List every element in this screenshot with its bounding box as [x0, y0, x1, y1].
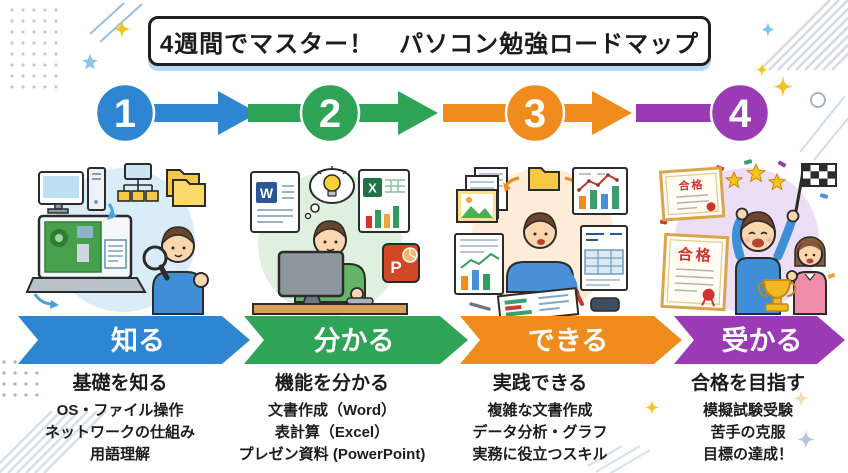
folder-icon — [166, 169, 206, 207]
sparkle-cream-bottom-right — [793, 390, 809, 407]
person-writing — [506, 212, 584, 306]
sparkle-yellow-step4 — [645, 400, 659, 415]
page-title: 4週間でマスター！ パソコン勉強ロードマップ — [159, 30, 700, 58]
paper-on-desk — [496, 287, 580, 316]
step1-item-2: ネットワークの仕組み — [44, 424, 195, 441]
banner-know-label: 知る — [111, 326, 165, 356]
phone-icon — [590, 297, 620, 312]
step2-item-2: 表計算（Excel） — [274, 424, 390, 441]
progress-track: 1 2 3 4 — [94, 82, 771, 144]
step2-item-3: プレゼン資料 (PowerPoint) — [238, 446, 426, 463]
step-circle-1 — [94, 82, 156, 144]
banner-cando-label: できる — [528, 326, 608, 356]
svg-text:X: X — [368, 181, 377, 196]
chart-document-icon — [454, 233, 504, 295]
table-document-icon — [580, 225, 628, 291]
circle-outline-decoration — [810, 92, 826, 108]
step3-headline: 実践できる — [492, 373, 588, 394]
diagonal-lines-right — [799, 95, 848, 161]
step4-details: 合格を目指す 模擬試験受験 苦手の克服 目標の達成！ — [643, 368, 848, 466]
step2-headline: 機能を分かる — [274, 373, 389, 394]
step1-details: 基礎を知る OS・ファイル操作 ネットワークの仕組み 用語理解 — [15, 368, 225, 466]
arrow-connector-blue — [150, 91, 258, 135]
illustration-step3-cando — [454, 167, 628, 316]
certificate-icon-top: 合格 — [658, 166, 726, 222]
step3-details: 実践できる 複雑な文書作成 データ分析・グラフ 実務に役立つスキル — [435, 368, 645, 466]
banner-pass-label: 受かる — [722, 325, 803, 356]
illustration-step1-know — [25, 163, 209, 315]
stars — [724, 162, 787, 191]
step-number-1: 1 — [114, 92, 136, 136]
illustration-step2-understand: W X — [250, 166, 420, 316]
step1-item-3: 用語理解 — [89, 446, 150, 463]
banner-understand — [244, 316, 468, 364]
celebrating-man — [732, 207, 800, 315]
step-number-2: 2 — [319, 92, 341, 136]
banner-arrows: 知る 分かる できる 受かる — [18, 316, 845, 364]
step4-item-3: 目標の達成！ — [702, 446, 793, 463]
sparkle-lavender-bottom-right — [797, 430, 815, 449]
svg-text:W: W — [260, 185, 274, 201]
step3-item-3: 実務に役立つスキル — [472, 446, 608, 463]
sparkle-yellow-title — [113, 20, 131, 38]
powerpoint-icon: P — [382, 243, 420, 283]
certificate-icon-bottom: 合格 — [660, 232, 730, 312]
blue-arrow-decoration — [33, 203, 117, 309]
star-blue-top-left — [82, 54, 98, 70]
banner-understand-label: 分かる — [314, 326, 395, 356]
banner-cando — [460, 316, 682, 364]
step2-details: 機能を分かる 文書作成（Word） 表計算（Excel） プレゼン資料 (Pow… — [227, 368, 437, 466]
trophy-icon — [757, 279, 797, 312]
svg-text:合格: 合格 — [676, 245, 714, 265]
sparkle-blue-top-right — [761, 22, 775, 37]
step3-item-1: 複雑な文書作成 — [487, 402, 593, 419]
step2-item-1: 文書作成（Word） — [267, 402, 397, 419]
banner-pass — [674, 316, 845, 364]
step3-item-2: データ分析・グラフ — [472, 424, 608, 441]
word-document-icon: W — [250, 171, 300, 233]
laptop-internals-icon — [25, 214, 147, 293]
svg-text:P: P — [390, 258, 401, 277]
magnifier-icon — [142, 245, 170, 281]
step-number-3: 3 — [524, 92, 546, 136]
dot-grid-top-left — [10, 8, 58, 89]
monitor-icon — [277, 250, 345, 305]
banner-know — [18, 316, 250, 364]
title-box: 4週間でマスター！ パソコン勉強ロードマップ — [148, 16, 711, 66]
desk — [252, 297, 408, 315]
sparkle-yellow-large-top-right — [773, 76, 793, 97]
step4-item-1: 模擬試験受験 — [702, 402, 793, 419]
pen-icon — [469, 302, 491, 311]
hatch-bottom-center — [587, 445, 651, 473]
illustration-step4-pass: 合格 合格 — [658, 159, 837, 315]
network-diagram-icon — [117, 163, 159, 202]
hatch-bottom-left — [0, 410, 107, 473]
document-stack-icon — [456, 167, 508, 223]
step1-item-1: OS・ファイル操作 — [56, 402, 184, 419]
celebrating-woman — [786, 236, 827, 315]
lightbulb-thought-icon — [304, 166, 355, 220]
excel-document-icon: X — [358, 169, 410, 233]
step-circle-4 — [709, 82, 771, 144]
desktop-pc-icon — [38, 167, 106, 214]
step-circle-2 — [299, 82, 361, 144]
step4-headline: 合格を目指す — [690, 373, 805, 394]
person-with-magnifier — [142, 226, 209, 315]
svg-text:合格: 合格 — [678, 177, 705, 193]
chart-board-icon — [572, 167, 628, 215]
step4-item-2: 苦手の克服 — [710, 424, 786, 441]
step1-headline: 基礎を知る — [72, 373, 168, 394]
sparkle-yellow-small-top-right — [756, 63, 768, 77]
step-number-4: 4 — [729, 92, 752, 136]
diagonal-lines-top-left — [89, 2, 143, 43]
step-circle-3 — [504, 82, 566, 144]
hatch-top-right — [759, 0, 848, 71]
